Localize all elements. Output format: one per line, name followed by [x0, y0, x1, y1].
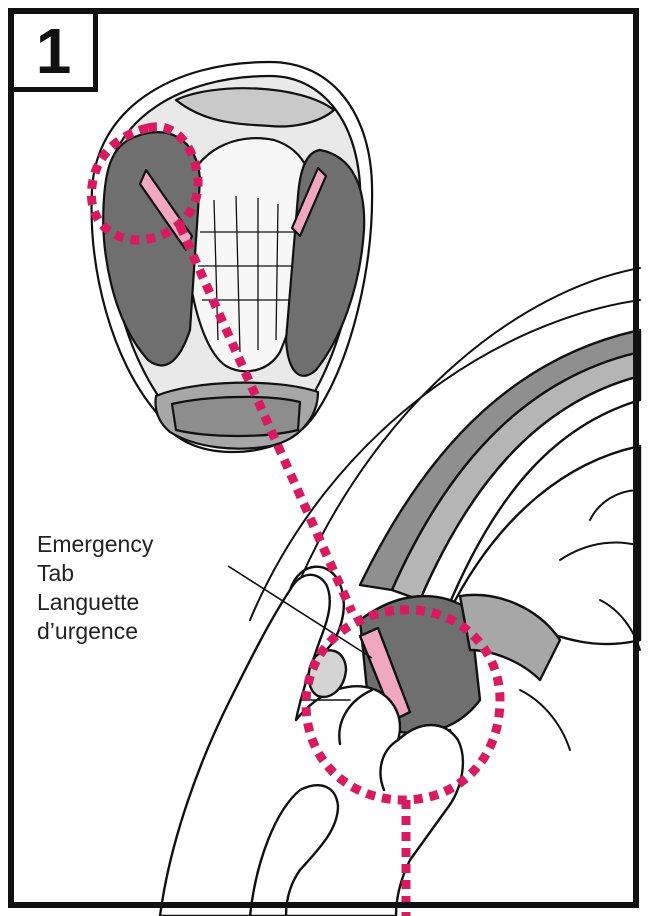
panel-frame	[8, 8, 639, 908]
label-english-line-1: Emergency	[37, 530, 227, 559]
label-french-line-1: Languette	[37, 588, 227, 617]
step-number: 1	[36, 19, 72, 83]
label-english-line-2: Tab	[37, 559, 227, 588]
emergency-tab-label: Emergency Tab Languette d’urgence	[37, 530, 227, 646]
step-number-box: 1	[14, 14, 98, 92]
label-french-line-2: d’urgence	[37, 617, 227, 646]
